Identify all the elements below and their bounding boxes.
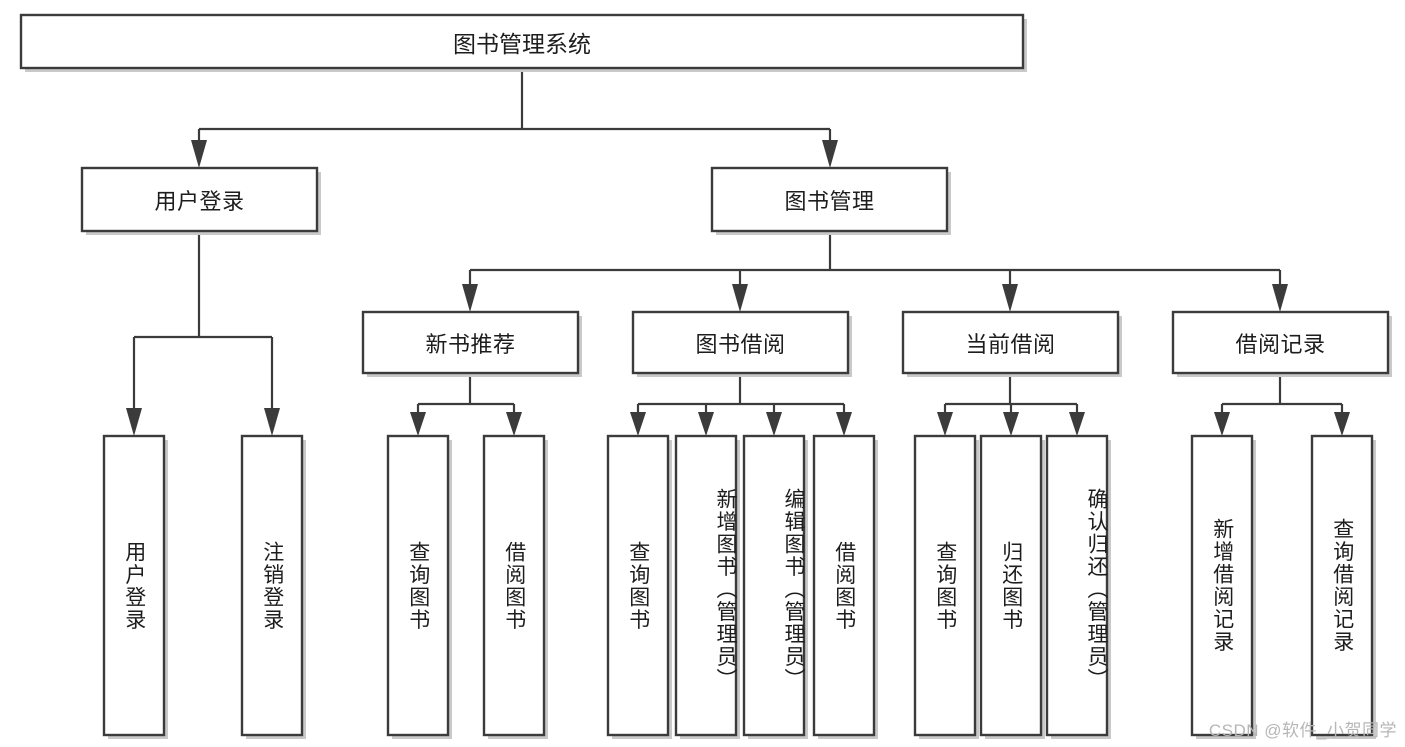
- arrow-currentborrow-to-l2: [1003, 412, 1019, 436]
- leaf-query-record-box[interactable]: [1310, 434, 1374, 737]
- arrow-root-to-userlogin: [191, 140, 207, 168]
- node-book-borrow-box[interactable]: [631, 310, 850, 375]
- arrow-bookmgmt-to-newbook: [462, 284, 478, 312]
- arrow-root-to-bookmgmt: [822, 140, 838, 168]
- node-book-mgmt-box[interactable]: [710, 166, 949, 233]
- node-root-box[interactable]: [19, 13, 1025, 70]
- node-current-borrow-box[interactable]: [901, 310, 1120, 375]
- connector-group-new-book-rec: [410, 377, 522, 436]
- node-borrow-record-box[interactable]: [1171, 310, 1390, 375]
- leaf-borrow-book-1-box[interactable]: [482, 434, 546, 737]
- leaf-query-book-2-box[interactable]: [606, 434, 670, 737]
- arrow-bookborrow-to-l3: [766, 412, 782, 436]
- arrow-borrowrecord-to-l1: [1214, 412, 1230, 436]
- arrow-bookmgmt-to-borrowrecord: [1272, 284, 1288, 312]
- arrow-borrowrecord-to-l2: [1334, 412, 1350, 436]
- node-new-book-rec-box[interactable]: [361, 310, 580, 375]
- connector-group-user-login: [126, 235, 280, 436]
- leaf-edit-book-box[interactable]: [742, 434, 806, 737]
- arrow-bookborrow-to-l4: [836, 412, 852, 436]
- connector-group-current-borrow: [937, 377, 1085, 436]
- node-user-login-box[interactable]: [80, 166, 319, 233]
- connector-group-book-borrow: [630, 377, 852, 436]
- leaf-add-record-box[interactable]: [1190, 434, 1254, 737]
- leaf-add-book-box[interactable]: [674, 434, 738, 737]
- leaf-query-book-1-box[interactable]: [386, 434, 450, 737]
- arrow-bookmgmt-to-bookborrow: [732, 284, 748, 312]
- arrow-userlogin-to-leaf1: [126, 408, 142, 436]
- connector-group-borrow-record: [1214, 377, 1350, 436]
- arrow-userlogin-to-leaf2: [264, 408, 280, 436]
- leaf-borrow-book-2-box[interactable]: [812, 434, 876, 737]
- connector-group-book-mgmt: [462, 235, 1288, 312]
- leaf-confirm-return-box[interactable]: [1045, 434, 1109, 737]
- arrow-bookmgmt-to-currentborrow: [1002, 284, 1018, 312]
- leaf-query-book-3-box[interactable]: [913, 434, 977, 737]
- leaf-logout-box[interactable]: [240, 434, 304, 737]
- arrow-newbook-to-l2: [506, 412, 522, 436]
- arrow-currentborrow-to-l1: [937, 412, 953, 436]
- leaf-return-book-box[interactable]: [979, 434, 1043, 737]
- connector-group-root: [191, 68, 838, 168]
- arrow-bookborrow-to-l1: [630, 412, 646, 436]
- arrow-bookborrow-to-l2: [698, 412, 714, 436]
- arrow-newbook-to-l1: [410, 412, 426, 436]
- leaf-user-login-box[interactable]: [102, 434, 166, 737]
- arrow-currentborrow-to-l3: [1069, 412, 1085, 436]
